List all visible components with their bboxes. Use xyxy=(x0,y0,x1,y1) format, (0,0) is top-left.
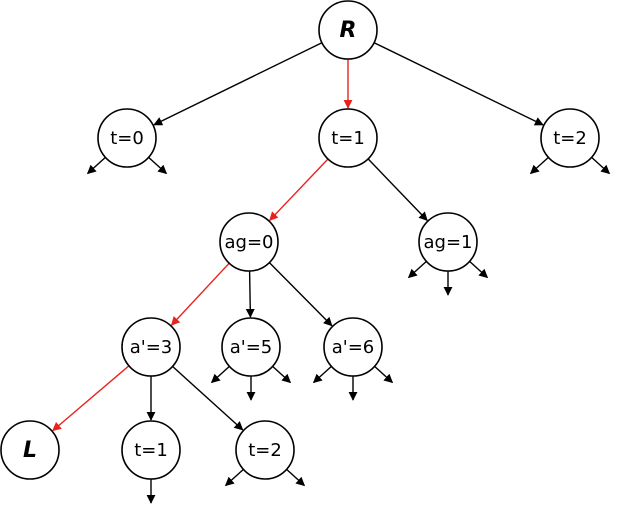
tree-node-t1b: t=1 xyxy=(121,420,181,480)
tree-node-a5: a'=5 xyxy=(221,317,281,377)
node-circle xyxy=(540,108,600,168)
node-label: t=2 xyxy=(248,440,282,461)
node-label: a'=6 xyxy=(332,337,375,358)
node-circle xyxy=(323,317,383,377)
unexpanded-branch-stub-t2 xyxy=(529,156,549,175)
node-label: a'=5 xyxy=(230,337,273,358)
node-circle xyxy=(0,420,60,480)
node-circle xyxy=(219,212,279,272)
unexpanded-branch-stub-a6 xyxy=(312,365,332,384)
node-label: t=0 xyxy=(110,128,144,149)
node-circle xyxy=(418,212,478,272)
edge-a3-to-leaf-highlighted xyxy=(52,365,130,432)
node-label: L xyxy=(23,438,37,463)
edge-a3-to-t2b xyxy=(172,365,244,431)
edges-layer xyxy=(52,42,544,432)
node-circle xyxy=(121,317,181,377)
unexpanded-branch-stub-t0 xyxy=(148,156,168,175)
node-circle xyxy=(97,108,157,168)
edge-ag0-to-a3-highlighted xyxy=(170,262,230,326)
edge-root-to-t0 xyxy=(153,42,323,126)
unexpanded-branch-stub-a6 xyxy=(374,365,394,384)
node-circle xyxy=(121,420,181,480)
unexpanded-branch-stub-a5 xyxy=(272,365,292,384)
tree-node-ag1: ag=1 xyxy=(418,212,478,272)
unexpanded-branch-stub-t2 xyxy=(591,156,611,175)
tree-node-leaf: L xyxy=(0,420,60,480)
edge-root-to-t2 xyxy=(373,42,544,126)
edge-ag0-to-a5 xyxy=(245,270,255,318)
node-circle xyxy=(318,0,378,60)
node-circle xyxy=(235,420,295,480)
node-label: t=1 xyxy=(331,128,365,149)
node-label: t=2 xyxy=(553,128,587,149)
node-circle xyxy=(221,317,281,377)
node-label: R xyxy=(340,18,357,43)
unexpanded-branch-stub-t2b xyxy=(224,468,244,487)
node-label: ag=1 xyxy=(424,232,473,253)
unexpanded-branch-stub-ag1 xyxy=(407,260,427,279)
tree-node-a6: a'=6 xyxy=(323,317,383,377)
edge-t1-to-ag1 xyxy=(367,158,428,222)
tree-node-root: R xyxy=(318,0,378,60)
edge-t1-to-ag0-highlighted xyxy=(269,158,329,221)
tree-node-t2: t=2 xyxy=(540,108,600,168)
tree-node-ag0: ag=0 xyxy=(219,212,279,272)
node-label: a'=3 xyxy=(130,337,173,358)
node-label: ag=0 xyxy=(225,232,274,253)
unexpanded-branch-stub-ag1 xyxy=(469,260,489,279)
unexpanded-branch-stubs xyxy=(86,156,611,504)
tree-node-t2b: t=2 xyxy=(235,420,295,480)
unexpanded-branch-stub-a5 xyxy=(210,365,230,384)
unexpanded-branch-stub-t0 xyxy=(86,156,106,175)
node-circle xyxy=(318,108,378,168)
edge-ag0-to-a6 xyxy=(268,262,333,327)
node-label: t=1 xyxy=(134,440,168,461)
tree-node-t0: t=0 xyxy=(97,108,157,168)
tree-node-a3: a'=3 xyxy=(121,317,181,377)
tree-node-t1: t=1 xyxy=(318,108,378,168)
unexpanded-branch-stub-t2b xyxy=(286,468,306,487)
